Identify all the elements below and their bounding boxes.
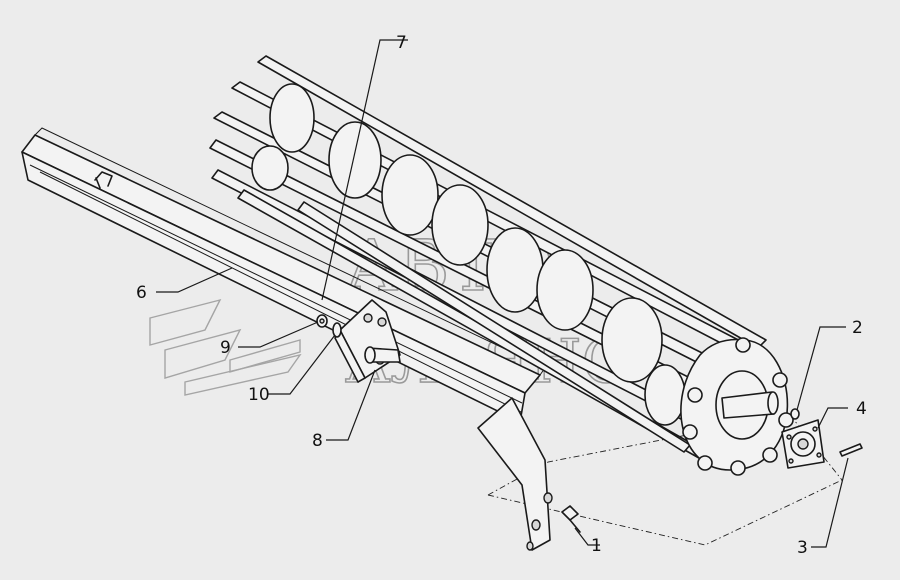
callout-8: 8 xyxy=(312,431,323,451)
lower-arm xyxy=(477,397,553,551)
leader-lines xyxy=(156,39,849,548)
callout-9: 9 xyxy=(220,338,231,358)
watermark-logo xyxy=(149,298,302,396)
callout-4: 4 xyxy=(856,399,867,419)
washer xyxy=(332,322,342,338)
callout-10: 10 xyxy=(248,385,270,405)
key-pin xyxy=(839,443,863,457)
bracket xyxy=(334,299,401,383)
callout-3: 3 xyxy=(797,538,808,558)
bolt xyxy=(561,505,581,533)
callout-2: 2 xyxy=(852,318,863,338)
shaft-nut xyxy=(790,408,800,420)
callout-7: 7 xyxy=(396,33,407,53)
roller-cage xyxy=(209,55,794,476)
bearing-housing xyxy=(781,419,825,469)
callout-1: 1 xyxy=(591,536,602,556)
callout-6: 6 xyxy=(136,283,147,303)
nut xyxy=(316,314,328,328)
